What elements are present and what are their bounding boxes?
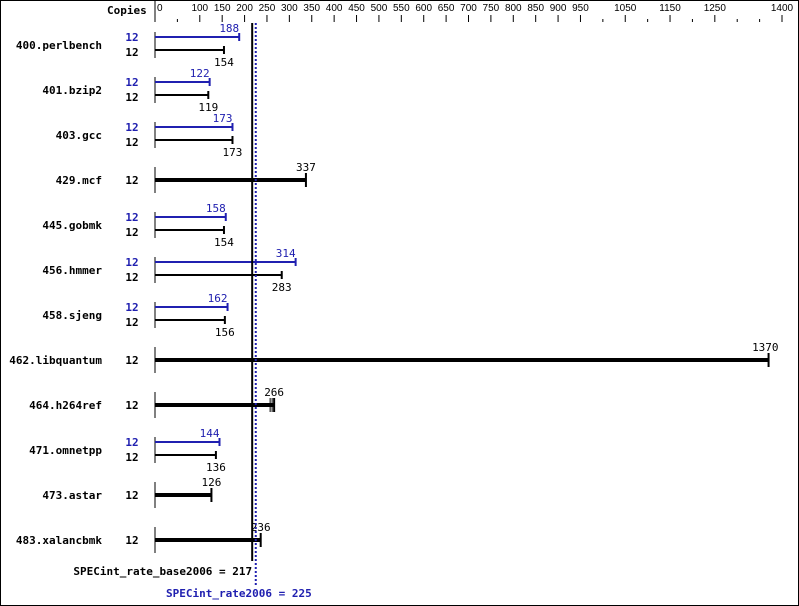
base-value-label: 266 <box>264 386 284 399</box>
benchmark-label: 462.libquantum <box>9 354 102 367</box>
tick-label: 800 <box>505 3 522 14</box>
benchmark-label: 458.sjeng <box>42 309 102 322</box>
tick-label: 400 <box>326 3 343 14</box>
tick-label: 850 <box>527 3 544 14</box>
base-value-label: 236 <box>251 521 271 534</box>
base-value-label: 173 <box>223 146 243 159</box>
base-copies: 12 <box>125 354 138 367</box>
tick-label: 1250 <box>704 3 727 14</box>
benchmark-label: 473.astar <box>42 489 102 502</box>
tick-label: 300 <box>281 3 298 14</box>
tick-label: 900 <box>550 3 567 14</box>
peak-value-label: 314 <box>276 247 296 260</box>
base-value-label: 154 <box>214 56 234 69</box>
base-copies: 12 <box>125 399 138 412</box>
base-value-label: 337 <box>296 161 316 174</box>
peak-copies: 12 <box>125 211 138 224</box>
base-copies: 12 <box>125 316 138 329</box>
benchmark-label: 464.h264ref <box>29 399 102 412</box>
base-value-label: 156 <box>215 326 235 339</box>
base-value-label: 119 <box>198 101 218 114</box>
tick-label: 750 <box>483 3 500 14</box>
tick-label: 550 <box>393 3 410 14</box>
tick-label: 250 <box>259 3 276 14</box>
tick-label: 650 <box>438 3 455 14</box>
base-value-label: 154 <box>214 236 234 249</box>
benchmark-label: 400.perlbench <box>16 39 102 52</box>
peak-summary-label: SPECint_rate2006 = 225 <box>166 587 312 600</box>
peak-value-label: 173 <box>213 112 233 125</box>
base-copies: 12 <box>125 136 138 149</box>
benchmark-label: 429.mcf <box>56 174 102 187</box>
base-value-label: 126 <box>201 476 221 489</box>
tick-label: 450 <box>348 3 365 14</box>
peak-copies: 12 <box>125 76 138 89</box>
tick-label: 350 <box>303 3 320 14</box>
peak-copies: 12 <box>125 436 138 449</box>
tick-label: 700 <box>460 3 477 14</box>
tick-label: 600 <box>415 3 432 14</box>
base-value-label: 1370 <box>752 341 779 354</box>
tick-label: 1150 <box>659 3 681 14</box>
base-copies: 12 <box>125 451 138 464</box>
base-copies: 12 <box>125 489 138 502</box>
tick-label: 950 <box>572 3 589 14</box>
base-copies: 12 <box>125 226 138 239</box>
benchmark-label: 483.xalancbmk <box>16 534 102 547</box>
tick-label: 150 <box>214 3 231 14</box>
peak-value-label: 162 <box>208 292 228 305</box>
base-copies: 12 <box>125 46 138 59</box>
tick-label: 200 <box>236 3 253 14</box>
tick-label: 0 <box>157 3 163 14</box>
peak-copies: 12 <box>125 31 138 44</box>
base-value-label: 283 <box>272 281 292 294</box>
tick-label: 1050 <box>614 3 637 14</box>
base-value-label: 136 <box>206 461 226 474</box>
peak-value-label: 122 <box>190 67 210 80</box>
benchmark-label: 403.gcc <box>56 129 102 142</box>
axis-title-copies: Copies <box>107 4 147 17</box>
peak-copies: 12 <box>125 301 138 314</box>
peak-copies: 12 <box>125 256 138 269</box>
base-copies: 12 <box>125 174 138 187</box>
benchmark-label: 445.gobmk <box>42 219 102 232</box>
tick-label: 500 <box>371 3 388 14</box>
tick-label: 1400 <box>771 3 794 14</box>
benchmark-label: 456.hmmer <box>42 264 102 277</box>
benchmark-label: 471.omnetpp <box>29 444 102 457</box>
base-summary-label: SPECint_rate_base2006 = 217 <box>73 565 252 578</box>
benchmark-label: 401.bzip2 <box>42 84 102 97</box>
tick-label: 100 <box>191 3 208 14</box>
peak-copies: 12 <box>125 121 138 134</box>
peak-value-label: 158 <box>206 202 226 215</box>
base-copies: 12 <box>125 91 138 104</box>
peak-value-label: 144 <box>200 427 220 440</box>
peak-value-label: 188 <box>219 22 239 35</box>
base-copies: 12 <box>125 534 138 547</box>
base-copies: 12 <box>125 271 138 284</box>
